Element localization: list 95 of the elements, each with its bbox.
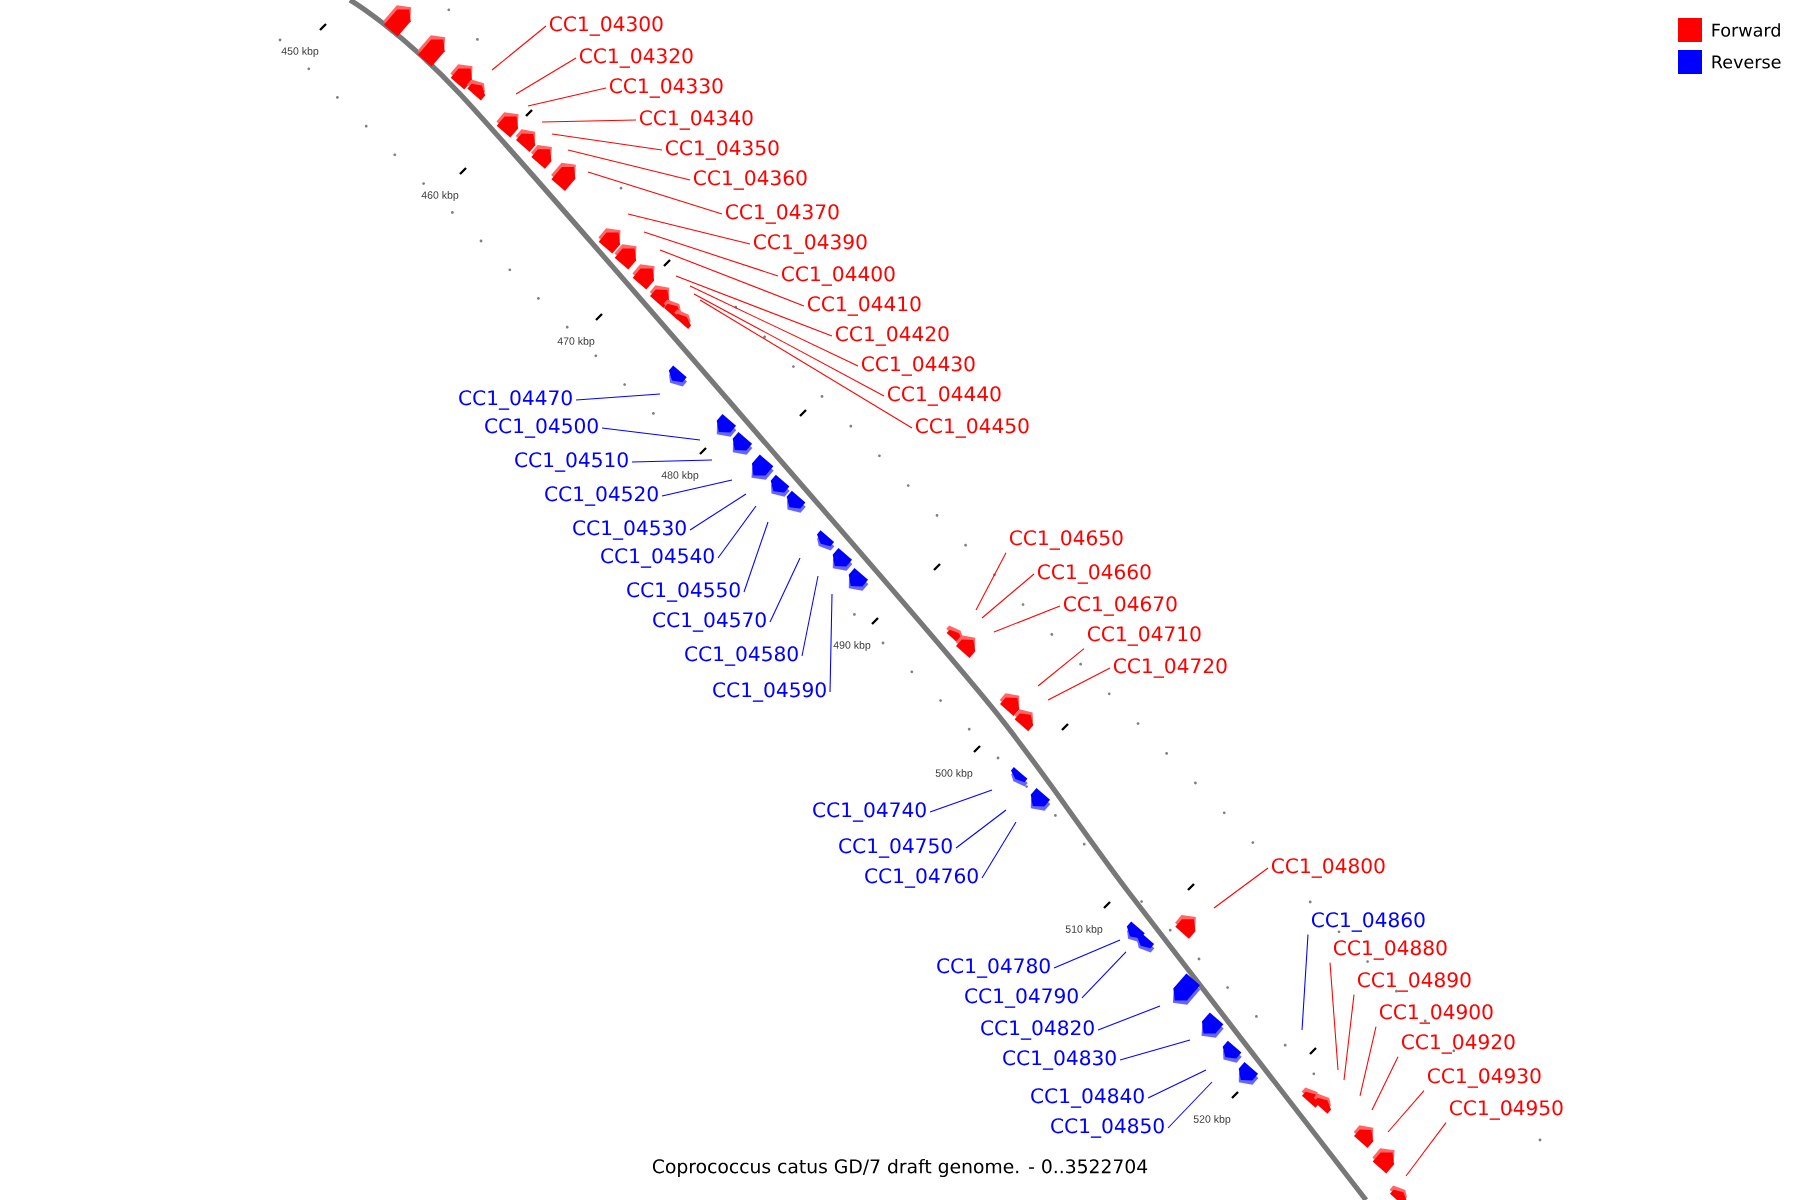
leader-line: [717, 505, 757, 559]
gene-label: CC1_04950: [1449, 1100, 1563, 1120]
leader-line: [551, 133, 663, 151]
gene-label: CC1_04660: [1037, 564, 1151, 584]
gene-label: CC1_04590: [713, 682, 826, 702]
leader-line: [1343, 994, 1355, 1081]
gene-label: CC1_04300: [549, 16, 663, 36]
leader-line: [769, 557, 801, 623]
gene-label: CC1_04320: [579, 48, 693, 68]
gene-label: CC1_04360: [693, 170, 807, 190]
leader-line: [643, 231, 779, 277]
gene-label: CC1_04830: [1003, 1050, 1116, 1070]
gene-label: CC1_04390: [753, 234, 867, 254]
leader-line: [541, 119, 637, 123]
leader-line: [699, 299, 913, 429]
gene-label: CC1_04410: [807, 296, 921, 316]
legend-label: Forward: [1712, 23, 1780, 37]
leader-line: [527, 87, 607, 107]
gene-label: CC1_04400: [781, 266, 895, 286]
leader-line: [1047, 667, 1111, 701]
leader-line: [1167, 1081, 1213, 1129]
leader-line: [659, 249, 805, 307]
gene-label: CC1_04530: [573, 520, 686, 540]
gene-label: CC1_04820: [981, 1020, 1094, 1040]
leader-line: [675, 275, 833, 337]
gene-label: CC1_04880: [1333, 940, 1447, 960]
leader-line: [1147, 1069, 1207, 1099]
gene-label: CC1_04330: [609, 78, 723, 98]
gene-label: CC1_04930: [1427, 1068, 1541, 1088]
leader-line: [1053, 939, 1121, 969]
gene-label: CC1_04750: [839, 838, 952, 858]
leader-line: [567, 149, 691, 181]
caption: Coprococcus catus GD/7 draft genome. - 0..3522704: [652, 1158, 1148, 1178]
gene-label: CC1_04510: [515, 452, 628, 472]
gene-label: CC1_04710: [1087, 626, 1201, 646]
gene-label: CC1_04670: [1063, 596, 1177, 616]
gene-label: CC1_04470: [459, 390, 572, 410]
gene-label: CC1_04780: [937, 958, 1050, 978]
gene-label: CC1_04520: [545, 486, 658, 506]
gene-label: CC1_04740: [813, 802, 926, 822]
gene-label: CC1_04760: [865, 868, 978, 888]
leader-line: [587, 171, 723, 215]
leader-line: [515, 57, 577, 95]
leader-line: [491, 25, 547, 71]
gene-label: CC1_04580: [685, 646, 798, 666]
leader-line: [631, 459, 713, 463]
gene-label: CC1_04920: [1401, 1034, 1515, 1054]
leader-line: [929, 789, 993, 813]
gene-label: CC1_04450: [915, 418, 1029, 438]
leader-line: [601, 427, 701, 441]
leader-line: [689, 493, 747, 531]
leader-line: [1213, 867, 1269, 909]
leader-line: [693, 293, 885, 397]
leader-line: [829, 593, 833, 693]
leader-line: [1371, 1056, 1399, 1111]
leader-line: [1119, 1039, 1191, 1061]
gene-label: CC1_04430: [861, 356, 975, 376]
leader-line: [955, 809, 1007, 849]
gene-label: CC1_04650: [1009, 530, 1123, 550]
leader-line: [1081, 951, 1127, 999]
gene-label: CC1_04370: [725, 204, 839, 224]
gene-label: CC1_04550: [627, 582, 740, 602]
gene-label: CC1_04570: [653, 612, 766, 632]
gene-label: CC1_04840: [1031, 1088, 1144, 1108]
leader-line: [1037, 648, 1085, 687]
gene-label: CC1_04440: [887, 386, 1001, 406]
gene-label: CC1_04500: [485, 418, 598, 438]
gene-label: CC1_04800: [1271, 858, 1385, 878]
leader-line: [981, 573, 1035, 619]
leader-line: [575, 393, 661, 401]
gene-label: CC1_04900: [1379, 1004, 1493, 1024]
leader-line: [627, 213, 751, 245]
gene-label: CC1_04890: [1357, 972, 1471, 992]
leader-line: [1301, 934, 1309, 1031]
gene-label: CC1_04540: [601, 548, 714, 568]
leader-line: [1329, 962, 1339, 1071]
leader-line: [981, 821, 1017, 879]
gene-label: CC1_04790: [965, 988, 1078, 1008]
leader-line: [1387, 1090, 1425, 1133]
gene-label: CC1_04420: [835, 326, 949, 346]
leader-line: [975, 552, 1007, 611]
gene-label: CC1_04860: [1311, 912, 1425, 932]
leader-line: [661, 479, 733, 497]
leader-line: [1359, 1026, 1377, 1097]
leader-line: [743, 521, 769, 593]
leader-line: [689, 285, 859, 367]
gene-label: CC1_04350: [665, 140, 779, 160]
leader-line: [1097, 1005, 1161, 1031]
leader-line: [993, 605, 1061, 633]
leader-line: [1405, 1122, 1447, 1177]
gene-label: CC1_04850: [1051, 1118, 1164, 1138]
gene-label: CC1_04340: [639, 110, 753, 130]
leader-line: [801, 575, 819, 657]
legend-label: Reverse: [1712, 55, 1781, 69]
gene-label: CC1_04720: [1113, 658, 1227, 678]
